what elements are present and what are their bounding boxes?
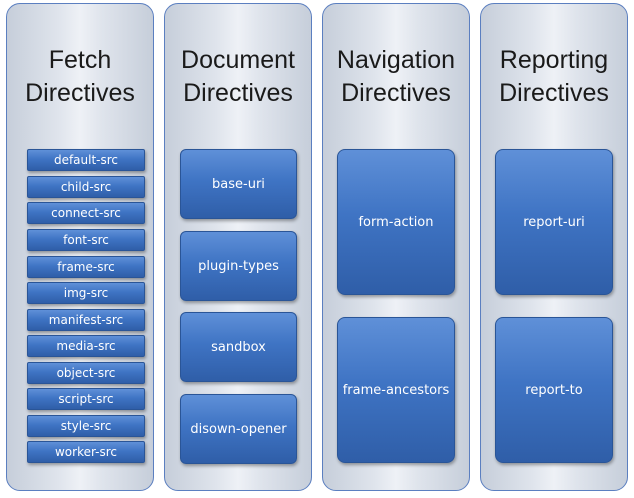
column-title-line: Fetch	[48, 46, 112, 74]
column-title-line: Navigation	[336, 46, 456, 74]
column-document-directives: Document Directives base-uri plugin-type…	[164, 3, 312, 491]
column-fetch-directives: Fetch Directives default-src child-src c…	[6, 3, 154, 491]
directive-font-src: font-src	[27, 229, 145, 251]
directive-frame-src: frame-src	[27, 256, 145, 278]
directive-plugin-types: plugin-types	[180, 231, 297, 301]
column-title-line: Reporting	[499, 46, 609, 74]
directive-style-src: style-src	[27, 415, 145, 437]
directive-child-src: child-src	[27, 176, 145, 198]
column-title-line: Directives	[341, 79, 451, 107]
column-title: Reporting Directives	[481, 44, 627, 110]
column-title: Document Directives	[165, 44, 311, 110]
column-title-line: Directives	[183, 79, 293, 107]
column-title-line: Directives	[499, 79, 609, 107]
directive-form-action: form-action	[337, 149, 455, 295]
directive-frame-ancestors: frame-ancestors	[337, 317, 455, 463]
directive-connect-src: connect-src	[27, 202, 145, 224]
column-title-line: Document	[181, 46, 295, 74]
directive-base-uri: base-uri	[180, 149, 297, 219]
directive-report-uri: report-uri	[495, 149, 613, 295]
column-title-line: Directives	[25, 79, 135, 107]
directive-object-src: object-src	[27, 362, 145, 384]
directive-media-src: media-src	[27, 335, 145, 357]
column-title: Navigation Directives	[323, 44, 469, 110]
directive-sandbox: sandbox	[180, 312, 297, 382]
directive-img-src: img-src	[27, 282, 145, 304]
directive-script-src: script-src	[27, 388, 145, 410]
directive-default-src: default-src	[27, 149, 145, 171]
directive-worker-src: worker-src	[27, 441, 145, 463]
column-title: Fetch Directives	[7, 44, 153, 110]
column-navigation-directives: Navigation Directives form-action frame-…	[322, 3, 470, 491]
directive-disown-opener: disown-opener	[180, 394, 297, 464]
directive-report-to: report-to	[495, 317, 613, 463]
column-reporting-directives: Reporting Directives report-uri report-t…	[480, 3, 628, 491]
directive-manifest-src: manifest-src	[27, 309, 145, 331]
